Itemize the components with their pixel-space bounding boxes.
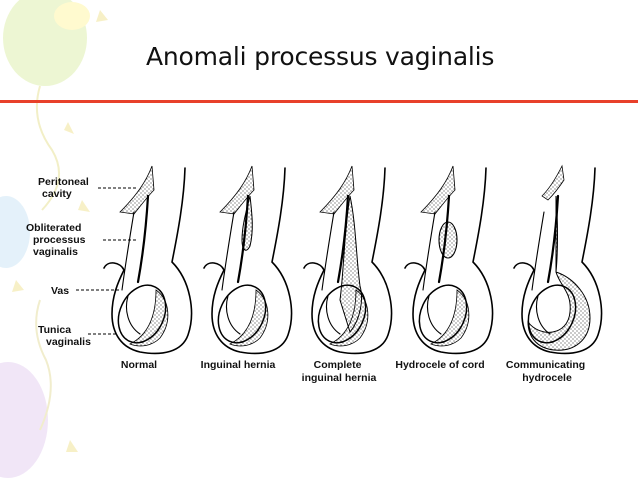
- caption-communicating-hydrocele: Communicating hydrocele: [506, 359, 588, 384]
- caption-complete-inguinal-hernia: Complete inguinal hernia: [302, 359, 377, 384]
- diagram-labels: Peritoneal cavity Obliterated processus …: [26, 176, 138, 348]
- caption-inguinal-hernia: Inguinal hernia: [201, 359, 276, 371]
- label-tunica-vaginalis: Tunica vaginalis: [38, 324, 91, 348]
- panels: [103, 164, 603, 355]
- caption-hydrocele-of-cord: Hydrocele of cord: [395, 359, 484, 371]
- panel-complete: [303, 165, 393, 355]
- purple-balloon-icon: [0, 362, 48, 478]
- panel-communicating: [513, 164, 603, 355]
- panel-captions: Normal Inguinal hernia Complete inguinal…: [121, 359, 588, 384]
- slide-title: Anomali processus vaginalis: [146, 42, 495, 71]
- label-obliterated-processus: Obliterated processus vaginalis: [26, 222, 88, 258]
- label-vas: Vas: [51, 285, 69, 297]
- panel-hernia: [203, 165, 293, 355]
- caption-normal: Normal: [121, 359, 157, 371]
- title-rule: [0, 100, 638, 103]
- panel-cord: [404, 165, 494, 355]
- label-peritoneal-cavity: Peritoneal cavity: [38, 176, 92, 200]
- panel-normal: [103, 165, 193, 355]
- blue-balloon-icon: [0, 196, 30, 268]
